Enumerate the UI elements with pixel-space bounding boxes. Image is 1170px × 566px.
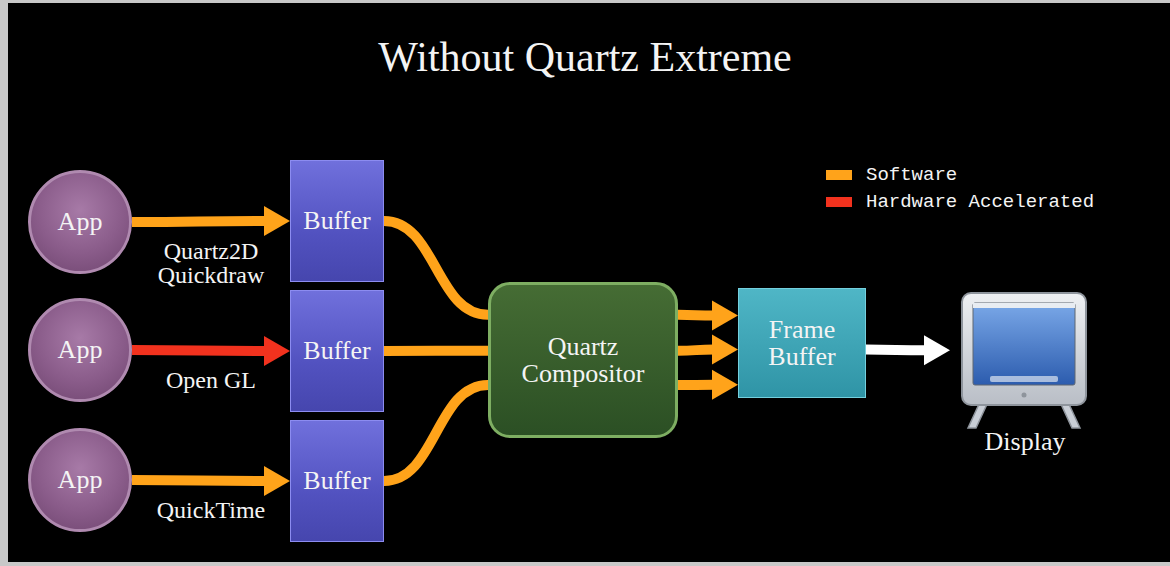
- arrow-head: [264, 466, 290, 496]
- flow-arrow: [132, 206, 290, 236]
- arrow-head: [712, 335, 738, 365]
- arrow-shaft: [132, 221, 266, 222]
- node-label: Display: [985, 428, 1066, 455]
- arrow-shaft: [384, 221, 488, 315]
- display-node: Display: [950, 285, 1100, 457]
- monitor-illustration: [962, 293, 1086, 428]
- edge-label: Quartz2D Quickdraw: [133, 239, 289, 288]
- legend: SoftwareHardware Accelerated: [826, 162, 1094, 216]
- frame-border: [0, 0, 8, 566]
- arrow-head: [264, 336, 290, 366]
- arrow-head: [712, 301, 738, 331]
- flow-arrow: [384, 350, 488, 351]
- arrow-shaft: [132, 480, 266, 481]
- edge-label: QuickTime: [154, 498, 268, 522]
- app-circle: App: [28, 428, 132, 532]
- app-circle: App: [28, 298, 132, 402]
- legend-row: Hardware Accelerated: [826, 189, 1094, 216]
- arrow-shaft: [384, 385, 488, 481]
- app-circle: App: [28, 170, 132, 274]
- arrow-shaft: [866, 345, 926, 356]
- flow-arrow: [132, 466, 290, 496]
- node-label: App: [58, 336, 103, 363]
- arrow-shaft: [132, 350, 266, 351]
- flow-arrow: [678, 335, 738, 365]
- arrow-head: [264, 206, 290, 236]
- node-label: Frame Buffer: [745, 316, 859, 371]
- flow-arrow: [678, 301, 738, 331]
- frame-border: [0, 562, 1170, 566]
- compositor-box: Quartz Compositor: [488, 282, 678, 438]
- flow-arrow: [678, 370, 738, 400]
- legend-text: Software: [866, 164, 957, 186]
- arrow-shaft: [384, 346, 488, 356]
- flow-arrow: [384, 385, 488, 481]
- legend-text: Hardware Accelerated: [866, 191, 1094, 213]
- flow-arrow: [384, 221, 488, 315]
- node-label: App: [58, 208, 103, 235]
- legend-row: Software: [826, 162, 1094, 189]
- arrow-head: [924, 335, 950, 365]
- frame-buffer-box: Frame Buffer: [738, 288, 866, 398]
- buffer-box: Buffer: [290, 290, 384, 412]
- arrow-shaft: [678, 380, 714, 390]
- legend-swatch: [826, 170, 852, 180]
- node-label: Buffer: [303, 337, 370, 364]
- arrow-shaft: [678, 350, 714, 351]
- node-label: Quartz Compositor: [497, 333, 669, 388]
- node-label: Buffer: [303, 207, 370, 234]
- buffer-box: Buffer: [290, 420, 384, 542]
- flow-arrow: [132, 336, 290, 366]
- arrow-shaft: [678, 310, 714, 321]
- diagram-title: Without Quartz Extreme: [0, 34, 1170, 80]
- node-label: App: [58, 466, 103, 493]
- arrow-head: [712, 370, 738, 400]
- frame-border: [0, 0, 1170, 3]
- legend-swatch: [826, 197, 852, 207]
- buffer-box: Buffer: [290, 160, 384, 282]
- node-label: Buffer: [303, 467, 370, 494]
- flow-arrow: [866, 335, 950, 365]
- edge-label: Open GL: [163, 368, 259, 392]
